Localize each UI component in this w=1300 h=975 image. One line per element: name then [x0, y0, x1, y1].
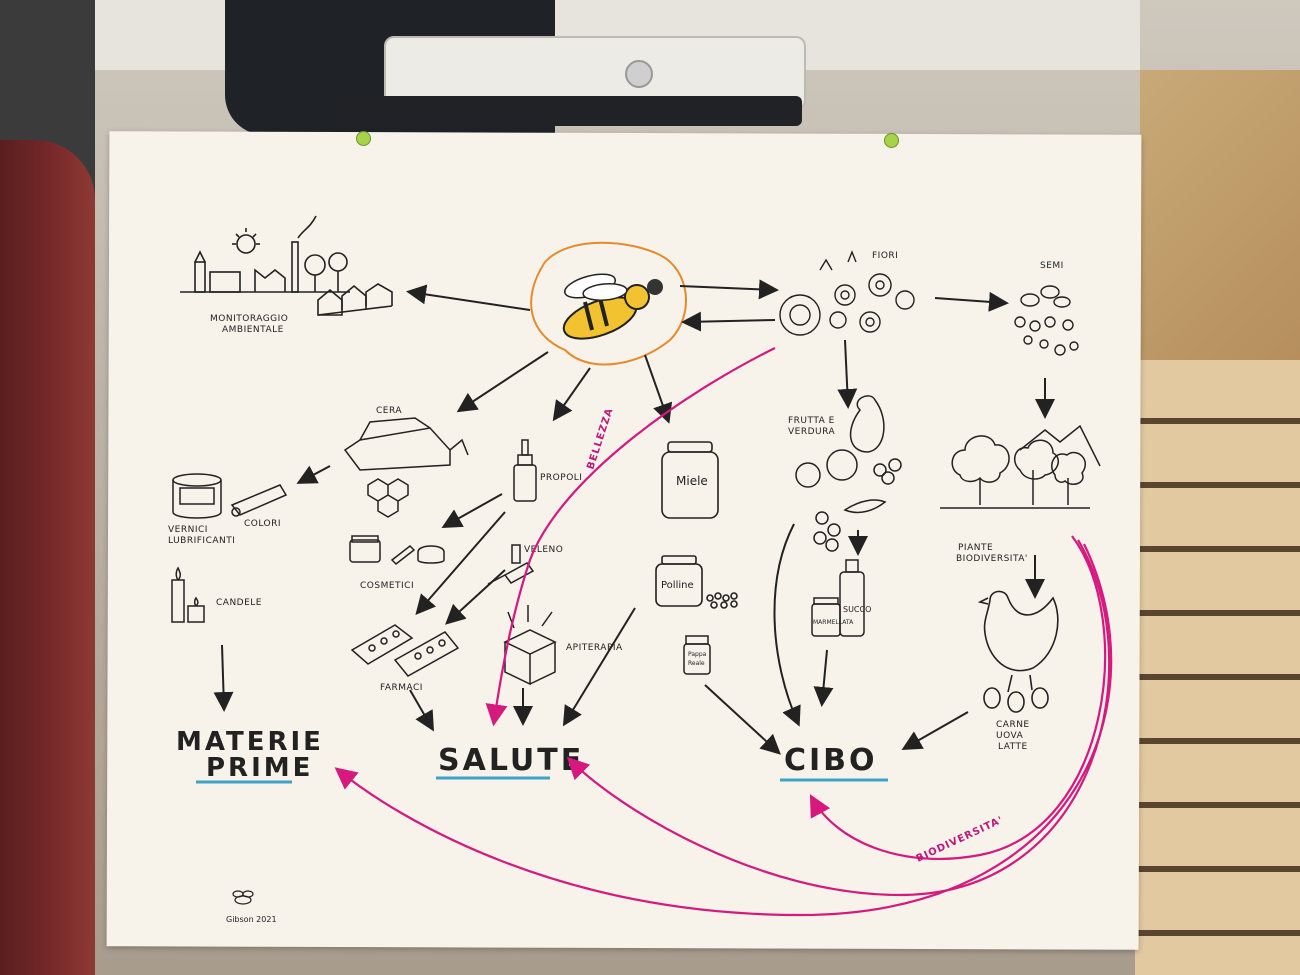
label-vernici-2: LUBRIFICANTI	[168, 536, 235, 546]
pin-right-icon	[884, 133, 899, 148]
honey-jar-icon	[661, 441, 719, 519]
label-carne-3: LATTE	[998, 742, 1028, 752]
label-succo: SUCCO	[843, 605, 871, 614]
red-fabric-foreground	[0, 140, 95, 975]
label-monitoraggio: MONITORAGGIO	[210, 314, 288, 324]
label-propoli: PROPOLI	[540, 473, 582, 483]
flowers-icon	[779, 250, 915, 336]
paint-can-icon	[172, 473, 222, 519]
label-vernici-1: VERNICI	[168, 525, 208, 535]
label-pappa-1: Pappa	[688, 651, 707, 658]
category-cibo: CIBO	[784, 743, 878, 778]
label-ambientale: AMBIENTALE	[222, 325, 284, 335]
label-carne-1: CARNE	[996, 720, 1030, 730]
medicine-pills-icon	[350, 624, 460, 677]
wooden-pallet	[1135, 360, 1300, 975]
wooden-structure	[1140, 70, 1300, 370]
projector-lens	[625, 60, 653, 88]
pink-arrows	[334, 347, 1113, 917]
label-piante-1: PIANTE	[958, 543, 993, 553]
label-apiterapia: APITERAPIA	[566, 643, 623, 653]
label-frutta-2: VERDURA	[788, 427, 836, 437]
label-semi: SEMI	[1040, 261, 1064, 271]
hen-icon	[977, 590, 1059, 713]
label-frutta-1: FRUTTA E	[788, 416, 835, 426]
signature-text: Gibson 2021	[226, 915, 277, 924]
fruit-vegetables-icon	[795, 395, 902, 552]
trees-plants-icon	[940, 424, 1101, 509]
label-marmellata: MARMELLATA	[813, 619, 854, 626]
black-arrows	[213, 279, 1055, 755]
cosmetics-icon	[349, 535, 445, 565]
label-cosmetici: COSMETICI	[360, 581, 414, 591]
royal-jelly-jar-icon	[683, 635, 711, 675]
signature-bee-icon	[232, 890, 254, 905]
pin-left-icon	[356, 131, 371, 146]
label-candele: CANDELE	[216, 598, 262, 608]
paint-tube-icon	[230, 484, 288, 517]
label-bellezza: BELLEZZA	[585, 406, 615, 471]
label-veleno: VELENO	[524, 545, 563, 555]
label-piante-2: BIODIVERSITA'	[956, 554, 1028, 564]
candles-icon	[171, 566, 205, 623]
seeds-icon	[1014, 285, 1079, 356]
label-cera: CERA	[376, 406, 402, 416]
apitherapy-hive-icon	[503, 605, 557, 686]
wax-block-icon	[343, 417, 469, 518]
jam-jar-icon	[811, 597, 841, 637]
category-salute: SALUTE	[438, 743, 584, 778]
laptop	[332, 96, 802, 126]
label-pappa-2: Reale	[688, 660, 705, 667]
pollen-jar-icon	[655, 555, 738, 609]
label-farmaci: FARMACI	[380, 683, 423, 693]
label-colori: COLORI	[244, 519, 281, 529]
label-fiori: FIORI	[872, 251, 898, 261]
label-miele: Miele	[676, 474, 708, 488]
category-materie: MATERIE	[176, 727, 324, 757]
town-environment-icon	[180, 215, 393, 316]
bee-icon	[530, 241, 687, 366]
propolis-bottle-icon	[513, 439, 537, 502]
label-carne-2: UOVA	[996, 731, 1024, 741]
category-prime: PRIME	[206, 753, 313, 783]
juice-bottle-icon	[839, 559, 865, 637]
label-polline: Polline	[661, 580, 694, 591]
